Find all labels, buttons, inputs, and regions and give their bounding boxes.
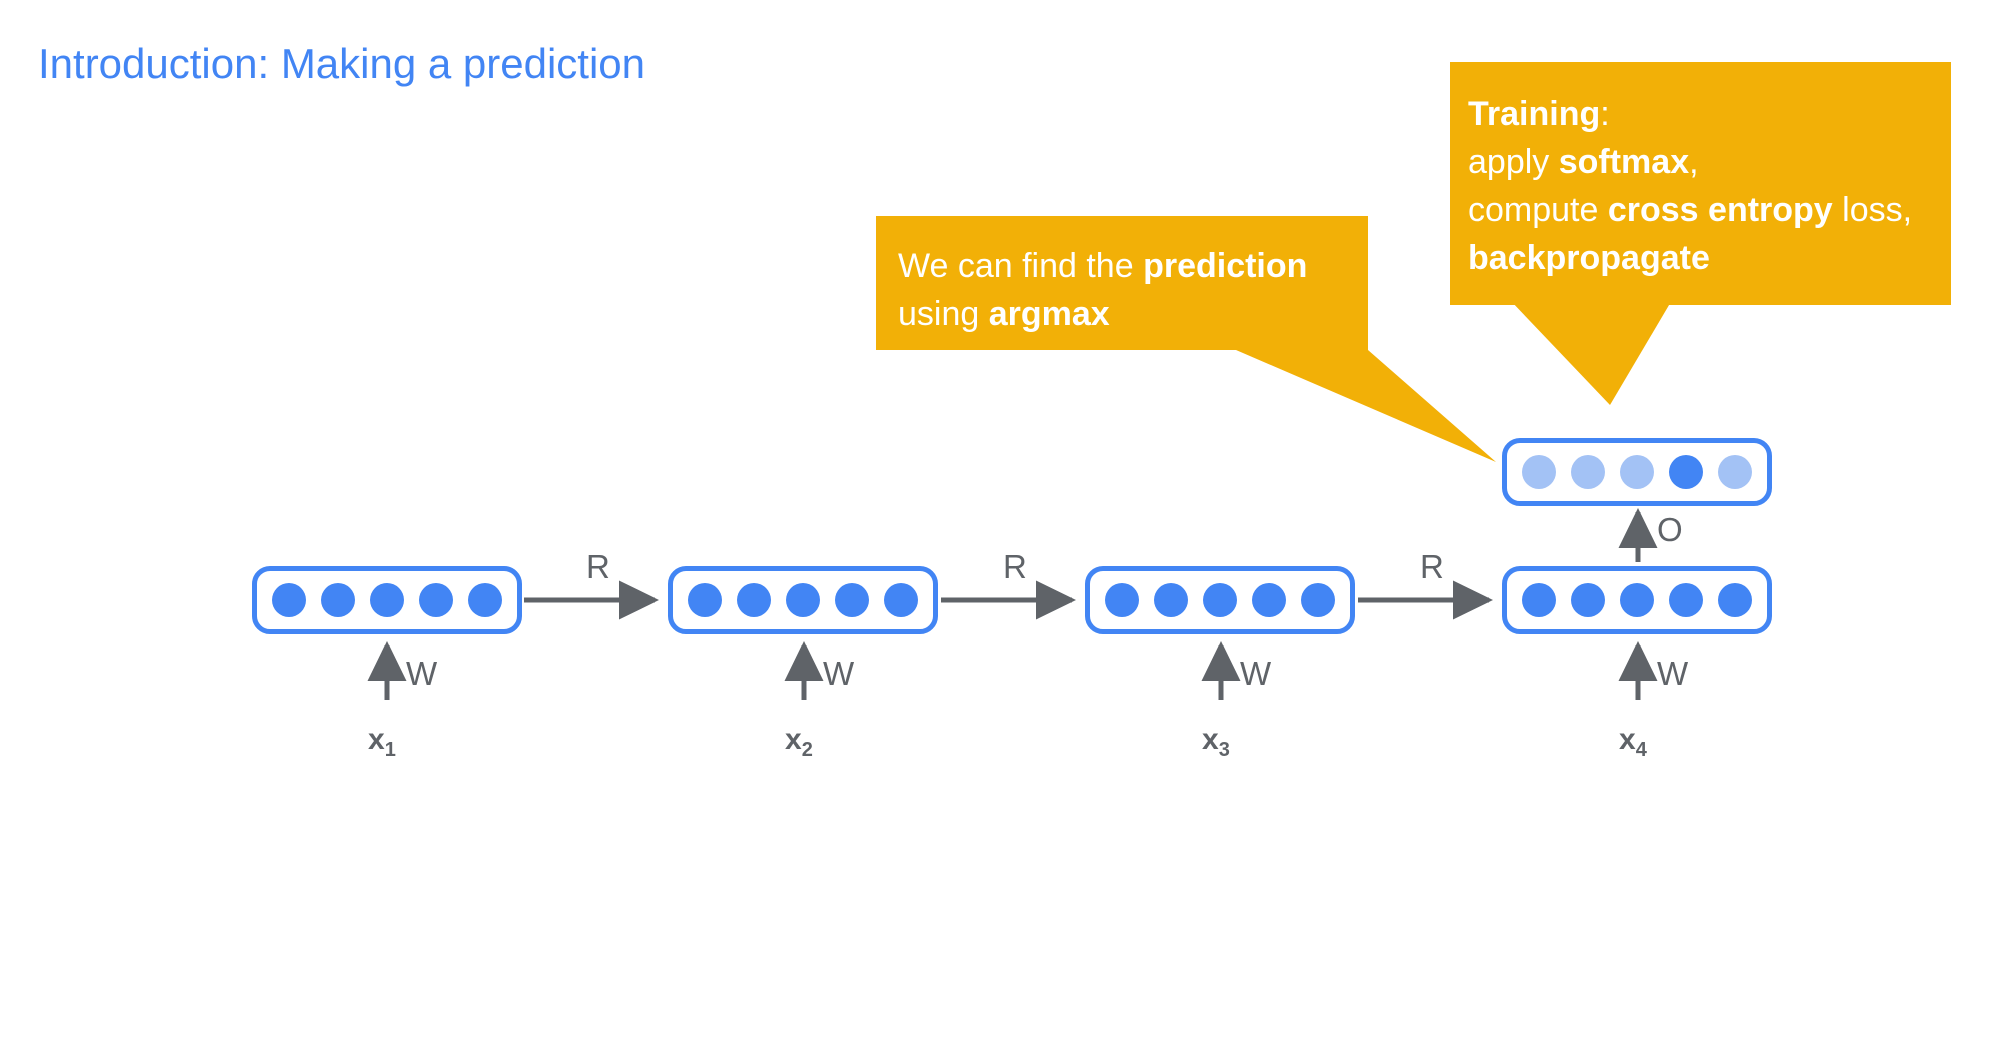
- recurrent-weight-label-1: R: [586, 548, 610, 585]
- input-weight-label-1: W: [406, 655, 438, 692]
- output-node-1: [1522, 455, 1556, 489]
- hidden-state-box-3: [1085, 566, 1355, 634]
- input-label-4: x4: [1619, 723, 1647, 762]
- hidden-node: [884, 583, 918, 617]
- page-title: Introduction: Making a prediction: [38, 40, 646, 87]
- input-label-2: x2: [785, 723, 813, 762]
- hidden-node: [1203, 583, 1237, 617]
- input-symbol: x: [1619, 723, 1636, 756]
- hidden-node: [321, 583, 355, 617]
- input-weight-label-2: W: [823, 655, 855, 692]
- callout-training: Training:apply softmax,compute cross ent…: [1450, 62, 1951, 305]
- hidden-node: [419, 583, 453, 617]
- hidden-node: [468, 583, 502, 617]
- hidden-node: [1718, 583, 1752, 617]
- output-weight-label: O: [1657, 511, 1683, 548]
- input-subscript: 4: [1635, 739, 1647, 761]
- output-node-4-argmax: [1669, 455, 1703, 489]
- input-symbol: x: [785, 723, 802, 756]
- callout-training-text: Training:apply softmax,compute cross ent…: [1468, 95, 1913, 277]
- hidden-node: [688, 583, 722, 617]
- input-label-3: x3: [1202, 723, 1230, 762]
- output-node-5: [1718, 455, 1752, 489]
- hidden-node: [272, 583, 306, 617]
- input-symbol: x: [1202, 723, 1219, 756]
- hidden-node: [835, 583, 869, 617]
- hidden-state-box-1: [252, 566, 522, 634]
- input-subscript: 3: [1218, 739, 1230, 761]
- output-node-2: [1571, 455, 1605, 489]
- hidden-node: [1571, 583, 1605, 617]
- recurrent-weight-label-3: R: [1420, 548, 1444, 585]
- hidden-node: [1252, 583, 1286, 617]
- hidden-node: [1105, 583, 1139, 617]
- hidden-node: [370, 583, 404, 617]
- input-weight-label-4: W: [1657, 655, 1689, 692]
- input-subscript: 2: [801, 739, 813, 761]
- input-subscript: 1: [384, 739, 396, 761]
- hidden-state-box-2: [668, 566, 938, 634]
- hidden-node: [1669, 583, 1703, 617]
- hidden-node: [786, 583, 820, 617]
- input-symbol: x: [368, 723, 385, 756]
- hidden-state-box-4: [1502, 566, 1772, 634]
- input-label-1: x1: [368, 723, 396, 762]
- hidden-node: [1154, 583, 1188, 617]
- recurrent-weight-label-2: R: [1003, 548, 1027, 585]
- hidden-node: [1301, 583, 1335, 617]
- output-node-3: [1620, 455, 1654, 489]
- input-weight-label-3: W: [1240, 655, 1272, 692]
- hidden-node: [1522, 583, 1556, 617]
- hidden-node: [1620, 583, 1654, 617]
- output-vector-box: [1502, 438, 1772, 506]
- hidden-node: [737, 583, 771, 617]
